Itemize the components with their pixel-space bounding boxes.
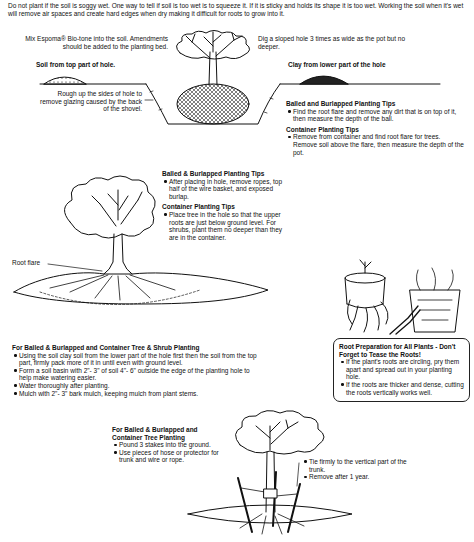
- clay-pile: [300, 76, 348, 84]
- bullet-note: Water thoroughly after planting.: [12, 382, 257, 390]
- text-group: Mix Espoma® Bio-tone into the soil. Amen…: [18, 35, 168, 50]
- pruners: [390, 306, 420, 334]
- text-group: For Balled & Burlapped and Container Tre…: [112, 426, 226, 464]
- section-heading: Balled & Burlapped Planting Tips: [162, 170, 292, 178]
- planting-mound: [188, 505, 352, 523]
- text-group: Clay from lower part of the hole: [288, 61, 438, 69]
- tree-crown: [176, 31, 249, 60]
- tree-trunk: [92, 190, 142, 274]
- section-heading: For Balled & Burlapped and Container Tre…: [112, 426, 226, 441]
- topsoil-pile: [44, 77, 86, 84]
- pot-roots: [416, 268, 453, 320]
- tree-trunk: [256, 420, 298, 512]
- note-text: Rough up the sides of hole to remove gla…: [40, 90, 142, 113]
- bullet-note: Tie firmly to the vertical part of the t…: [302, 458, 422, 473]
- plant-stem: [360, 260, 371, 273]
- bullet-note: After placing in hole, remove ropes, top…: [162, 178, 292, 201]
- plant-pot: [410, 290, 460, 332]
- info-box: Root Preparation for All Plants - Don't …: [333, 338, 470, 402]
- root-ball-top: [345, 273, 385, 283]
- bullet-note: Use pieces of hose or protector for trun…: [112, 449, 226, 464]
- ground-line: [40, 84, 440, 85]
- bullet-note: Pound 3 stakes into the ground.: [112, 441, 226, 449]
- bullet-note: Remove from container and find root flar…: [286, 133, 466, 156]
- text-group: Balled and Burlapped Planting TipsFind t…: [286, 100, 466, 156]
- tree-roots: [50, 275, 175, 300]
- bullet-note: Find the root flare and remove any dirt …: [286, 108, 466, 123]
- bullet-note: If the roots are thicker and dense, cutt…: [339, 381, 464, 396]
- section-heading: Container Planting Tips: [286, 126, 466, 134]
- leader-line: [145, 100, 153, 101]
- note-text: Mix Espoma® Bio-tone into the soil. Amen…: [18, 35, 168, 50]
- section-heading: Root Preparation for All Plants - Don't …: [339, 343, 464, 358]
- text-group: Do not plant if the soil is soggy wet. O…: [8, 2, 466, 17]
- text-group: Root flare: [12, 259, 57, 267]
- section-heading: Clay from lower part of the hole: [288, 61, 438, 69]
- tree-roots: [240, 514, 304, 534]
- note-text: Do not plant if the soil is soggy wet. O…: [8, 2, 466, 17]
- leader-line: [48, 264, 102, 271]
- bullet-note: Using the soil clay soil from the lower …: [12, 352, 257, 367]
- tree-crown: [235, 411, 324, 454]
- teased-roots: [345, 278, 388, 332]
- trunk-protector: [264, 489, 277, 498]
- root-ball: [177, 84, 249, 124]
- section-heading: Soil from top part of hole.: [36, 61, 166, 69]
- bullet-note: Mulch with 2"- 3" bark mulch, keeping mu…: [12, 390, 257, 398]
- bullet-note: Place tree in the hole so that the upper…: [162, 211, 292, 241]
- text-group: For Balled & Burlapped and Container Tre…: [12, 344, 257, 397]
- text-group: Balled & Burlapped Planting TipsAfter pl…: [162, 170, 292, 241]
- text-group: Dig a sloped hole 3 times as wide as the…: [258, 35, 428, 50]
- section-heading: Balled and Burlapped Planting Tips: [286, 100, 466, 108]
- text-group: Tie firmly to the vertical part of the t…: [302, 458, 422, 481]
- tree-crown: [64, 176, 155, 238]
- planting-mound: [14, 273, 268, 304]
- bullet-note: Form a soil basin with 2"- 3" of soil 4"…: [12, 367, 257, 382]
- bullet-note: Remove after 1 year.: [302, 473, 422, 481]
- note-text: Root flare: [12, 259, 57, 267]
- planting-hole: [146, 84, 280, 124]
- note-text: Dig a sloped hole 3 times as wide as the…: [258, 35, 428, 50]
- text-group: Soil from top part of hole.: [36, 61, 166, 69]
- text-group: Rough up the sides of hole to remove gla…: [40, 90, 142, 113]
- section-heading: Container Planting Tips: [162, 203, 292, 211]
- leader-line: [297, 463, 299, 486]
- bullet-note: If the plant's roots are circling, pry t…: [339, 358, 464, 381]
- section-heading: For Balled & Burlapped and Container Tre…: [12, 344, 257, 352]
